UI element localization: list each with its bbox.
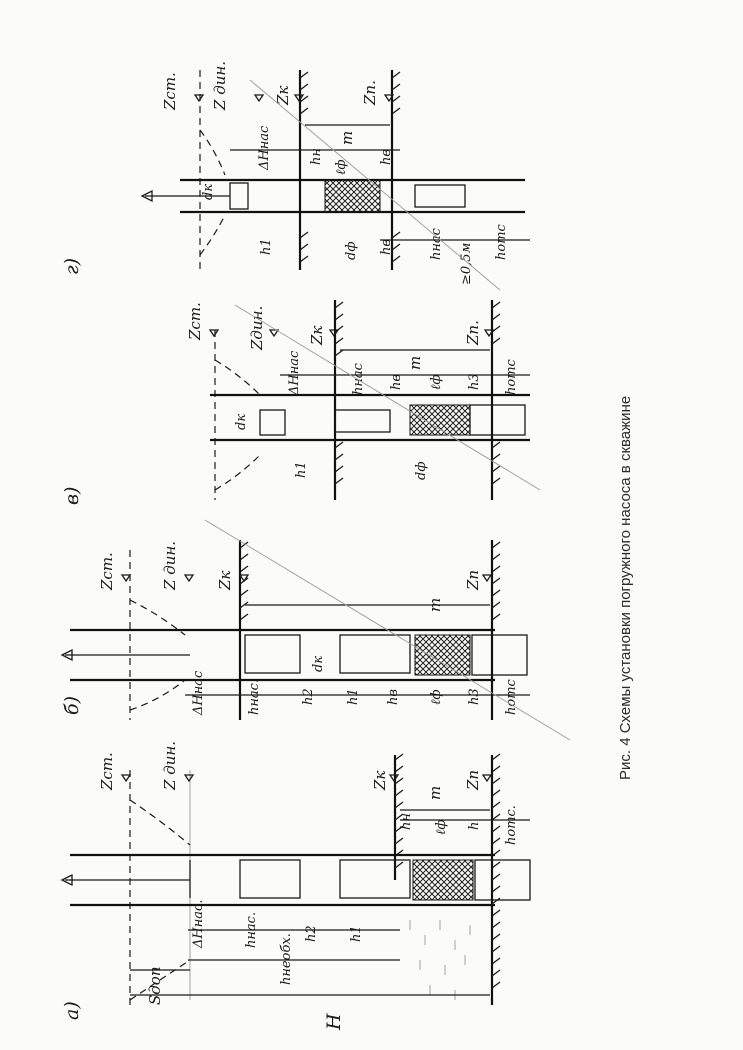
panel-b: б) Zст. Z дин. Zк Zп dк m ΔНнас hнас. h2… bbox=[60, 519, 571, 741]
panel-g-z-static: Zст. bbox=[161, 72, 179, 111]
panel-b-h2: h2 bbox=[301, 688, 316, 705]
panel-a-h-neobh: hнеобх. bbox=[279, 933, 294, 985]
panel-g-letter: г) bbox=[61, 258, 83, 275]
panel-g-z-casing: Zк bbox=[274, 86, 292, 106]
panel-g-m: m bbox=[338, 131, 356, 145]
panel-b-d-k: dк bbox=[311, 656, 326, 672]
panel-a-m: m bbox=[426, 786, 444, 800]
panel-g-note: ≥0,5м bbox=[459, 243, 474, 285]
panel-v-l-f: ℓф bbox=[429, 374, 444, 390]
panel-b-z-static: Zст. bbox=[98, 552, 116, 591]
panel-a-pump-motor bbox=[339, 859, 411, 899]
panel-a-h2: h2 bbox=[304, 925, 319, 942]
panel-a-flow-arrow-icon bbox=[60, 873, 73, 887]
panel-v-z-static: Zст. bbox=[186, 302, 204, 341]
panel-v-pump-motor bbox=[334, 409, 391, 433]
panel-v-filter bbox=[409, 404, 471, 436]
panel-g-z-bottom: Zп. bbox=[361, 80, 379, 106]
panel-g-delta-h-nas: ΔНнас bbox=[257, 125, 272, 171]
panel-b-l-f: ℓф bbox=[429, 689, 444, 705]
panel-b-delta-h-nas: ΔНнас bbox=[191, 670, 206, 716]
panel-a-hn: hн bbox=[399, 813, 414, 830]
panel-v-delta-h-nas: ΔHнас bbox=[287, 350, 302, 396]
panel-g-h-nas: hнас bbox=[429, 227, 444, 260]
panel-g-z-dynamic: Z дин. bbox=[211, 61, 229, 111]
panel-a-z-static: Zст. bbox=[98, 752, 116, 791]
panel-g-h-v-top: hв bbox=[379, 149, 394, 165]
panel-b-h3: h3 bbox=[467, 688, 482, 705]
panel-a-H: H bbox=[323, 1013, 345, 1031]
panel-v-h-v: hв bbox=[389, 374, 404, 390]
panel-b-z-dynamic: Z дин. bbox=[161, 541, 179, 591]
panel-v-h1: h1 bbox=[294, 461, 309, 478]
panel-g-hn: hн bbox=[309, 148, 324, 165]
panel-b-filter bbox=[414, 634, 471, 676]
panel-v-h-nas: hнас bbox=[351, 362, 366, 395]
panel-a-z-casing: Zк bbox=[371, 771, 389, 791]
panel-a-z-bottom: Zп bbox=[464, 770, 482, 791]
panel-g-h-v: hв bbox=[379, 239, 394, 255]
panel-g-h-ots: hотс bbox=[494, 223, 509, 260]
panel-g-flow-arrow-icon bbox=[140, 189, 153, 203]
panel-g: г) Zст. Z дин. Zк Zп. dк dф ℓф h1 m ΔНна… bbox=[61, 61, 530, 291]
panel-v-z-bottom: Zп. bbox=[464, 320, 482, 346]
panel-b-letter: б) bbox=[61, 696, 83, 715]
panel-b-flow-arrow-icon bbox=[60, 648, 73, 662]
panel-a-h: h bbox=[467, 822, 482, 830]
panel-v-m: m bbox=[406, 356, 424, 370]
panel-b-h1: h1 bbox=[346, 688, 361, 705]
panel-v-letter: в) bbox=[61, 487, 83, 505]
panel-v-d-f: dф bbox=[414, 462, 429, 481]
panel-a-s-dop: Sдоп bbox=[146, 967, 164, 1005]
panel-g-d-k: dк bbox=[201, 184, 216, 200]
panel-b-z-casing: Zк bbox=[216, 571, 234, 591]
panel-b-pump-upper bbox=[244, 634, 301, 674]
panel-b-pump-motor bbox=[339, 634, 411, 674]
panel-v-z-casing: Zк bbox=[308, 326, 326, 346]
panel-v-d-k: dк bbox=[234, 414, 249, 430]
panel-b-z-bottom: Zп bbox=[464, 570, 482, 591]
panel-g-pump-motor bbox=[414, 184, 466, 208]
panel-a-h1: h1 bbox=[349, 925, 364, 942]
figure-caption: Рис. 4 Схемы установки погружного насоса… bbox=[617, 396, 634, 780]
panel-a-delta-h-nas: ΔНнас. bbox=[191, 900, 206, 949]
panel-a-h-ots: hотс. bbox=[504, 805, 519, 845]
panel-v-z-dynamic: Zдин. bbox=[248, 306, 266, 351]
panel-a-depression-curve bbox=[129, 799, 191, 846]
panel-v: в) Zст. Zдин. Zк Zп. dк dф h1 m ΔHнас hн… bbox=[61, 300, 541, 505]
panel-a-z-dynamic: Z дин. bbox=[161, 741, 179, 791]
panel-b-h-nas: hнас. bbox=[247, 679, 262, 715]
panel-v-h3: h3 bbox=[467, 373, 482, 390]
panel-a: а) Zст. Z дин. Zк Zп ΔНнас. hнас. bbox=[60, 741, 531, 1031]
panel-a-filter bbox=[412, 859, 474, 901]
panel-g-h1: h1 bbox=[259, 238, 274, 255]
panel-a-l-f: ℓф bbox=[434, 819, 449, 835]
panel-b-h-v: hв bbox=[386, 689, 401, 705]
panel-g-d-f: dф bbox=[344, 242, 359, 261]
panel-g-l-f: ℓф bbox=[334, 159, 349, 175]
panel-v-h-ots: hотс bbox=[504, 358, 519, 395]
panel-g-filter bbox=[324, 179, 381, 213]
panel-a-pump-upper bbox=[239, 859, 301, 899]
panel-a-letter: а) bbox=[61, 1001, 83, 1020]
panel-b-h-ots: hотс bbox=[504, 678, 519, 715]
